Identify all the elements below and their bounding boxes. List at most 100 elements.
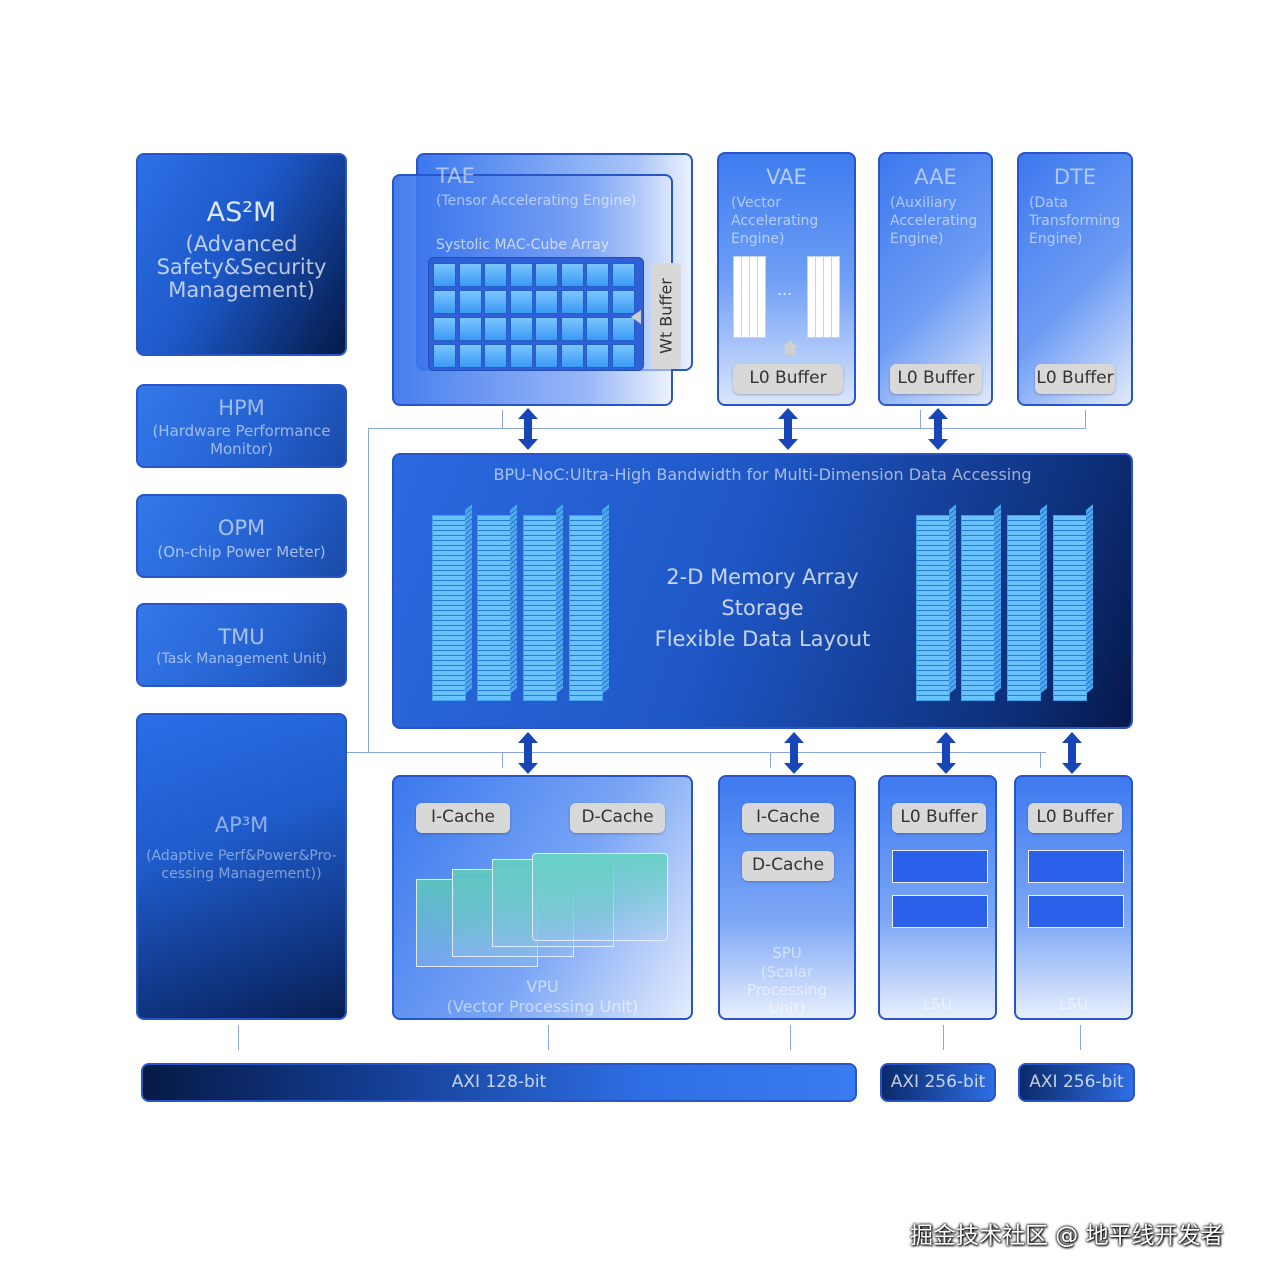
mac-cube: [458, 263, 482, 287]
bidirectional-arrow-icon: [778, 408, 798, 450]
connector-line-mid: [346, 752, 1046, 753]
tmu-block: TMU (Task Management Unit): [136, 603, 347, 687]
mac-cube: [535, 263, 558, 287]
up-arrow-icon: [782, 340, 798, 348]
spu-icache: I-Cache: [742, 803, 834, 833]
mac-cube: [611, 263, 635, 287]
as2m-subtitle: (Advanced Safety&Security Management): [156, 232, 327, 302]
aae-block: AAE (Auxiliary Accelerating Engine) L0 B…: [878, 152, 993, 406]
memory-array-line2: Storage: [721, 596, 804, 620]
bidirectional-arrow-icon: [784, 732, 804, 774]
dte-title: DTE: [1053, 165, 1097, 189]
hpm-title: HPM: [218, 396, 265, 420]
spu-title: SPU: [772, 944, 802, 962]
mac-cube: [586, 317, 609, 341]
vae-title: VAE: [766, 165, 807, 189]
mac-cube: [509, 344, 533, 368]
memory-bank: [916, 515, 950, 701]
mac-cube: [484, 344, 507, 368]
bpu-noc-block: BPU-NoC:Ultra-High Bandwidth for Multi-D…: [392, 453, 1133, 729]
mac-cube: [586, 263, 609, 287]
mac-cube: [535, 344, 558, 368]
vector-register-stack: [416, 853, 668, 968]
mac-cube: [433, 263, 456, 287]
tae-title: TAE: [436, 164, 475, 188]
vae-subtitle: (Vector Accelerating Engine): [731, 195, 819, 247]
aae-l0-buffer: L0 Buffer: [890, 364, 982, 394]
wt-buffer-label: Wt Buffer: [656, 278, 676, 354]
vpu-block: I-Cache D-Cache VPU (Vector Processing U…: [392, 775, 693, 1020]
vpu-dcache: D-Cache: [570, 803, 665, 833]
connector-tick: [1085, 410, 1086, 428]
mac-cube: [535, 317, 558, 341]
vpu-subtitle: (Vector Processing Unit): [446, 997, 639, 1016]
memory-bank: [432, 515, 466, 701]
mac-cube: [560, 344, 584, 368]
mac-cube: [560, 290, 584, 314]
bidirectional-arrow-icon: [936, 732, 956, 774]
opm-title: OPM: [217, 516, 266, 540]
mac-cube: [484, 317, 507, 341]
mac-cube: [458, 290, 482, 314]
memory-bank: [1007, 515, 1041, 701]
lsu2-register: [1028, 895, 1124, 928]
ap3m-block: AP³M (Adaptive Perf&Power&Pro-cessing Ma…: [136, 713, 347, 1020]
opm-subtitle: (On-chip Power Meter): [157, 543, 326, 561]
lsu-block-2: L0 Buffer LSU: [1014, 775, 1133, 1020]
mac-cube: [611, 317, 635, 341]
memory-bank: [569, 515, 603, 701]
up-arrow-stem: [785, 348, 795, 355]
bidirectional-arrow-icon: [1062, 732, 1082, 774]
aae-title: AAE: [914, 165, 957, 189]
as2m-title: AS²M: [206, 197, 277, 228]
connector-tick: [770, 752, 771, 768]
spu-subtitle: (Scalar Processing Unit): [746, 963, 828, 1017]
mac-cube: [611, 344, 635, 368]
lsu2-l0-buffer: L0 Buffer: [1028, 803, 1122, 833]
connector-tick: [502, 752, 503, 768]
mac-cube: [560, 263, 584, 287]
bidirectional-arrow-icon: [518, 732, 538, 774]
tmu-subtitle: (Task Management Unit): [156, 651, 327, 667]
mac-cube: [509, 317, 533, 341]
axi-link: [943, 1025, 944, 1050]
mac-cube: [484, 290, 507, 314]
mac-cube: [433, 317, 456, 341]
dte-block: DTE (Data Transforming Engine) L0 Buffer: [1017, 152, 1133, 406]
vpu-title: VPU: [526, 977, 559, 996]
spu-block: I-Cache D-Cache SPU (Scalar Processing U…: [718, 775, 856, 1020]
mac-cube: [458, 344, 482, 368]
vae-block: VAE (Vector Accelerating Engine) ... L0 …: [717, 152, 856, 406]
vector-lane: [757, 256, 766, 338]
mac-cube: [611, 290, 635, 314]
lsu2-register: [1028, 850, 1124, 883]
mac-cube: [509, 263, 533, 287]
vae-l0-buffer: L0 Buffer: [733, 364, 843, 394]
mac-cube: [484, 263, 507, 287]
memory-array-line3: Flexible Data Layout: [654, 627, 871, 651]
noc-title: BPU-NoC:Ultra-High Bandwidth for Multi-D…: [493, 465, 1032, 484]
lsu1-title: LSU: [923, 995, 952, 1013]
spu-dcache: D-Cache: [742, 851, 834, 881]
axi-link: [548, 1025, 549, 1050]
watermark: 掘金技术社区 @ 地平线开发者: [910, 1223, 1224, 1249]
lsu1-l0-buffer: L0 Buffer: [892, 803, 986, 833]
memory-array-line1: 2-D Memory Array: [666, 565, 859, 589]
memory-bank: [1053, 515, 1087, 701]
axi-link: [1080, 1025, 1081, 1050]
as2m-block: AS²M (Advanced Safety&Security Managemen…: [136, 153, 347, 356]
bidirectional-arrow-icon: [928, 408, 948, 450]
memory-bank: [477, 515, 511, 701]
mac-cube: [586, 290, 609, 314]
connector-line-top: [368, 428, 1086, 429]
lsu2-title: LSU: [1059, 995, 1088, 1013]
memory-bank: [961, 515, 995, 701]
connector-tick: [920, 410, 921, 428]
wt-arrow-icon: [631, 310, 641, 324]
hpm-block: HPM (Hardware Performance Monitor): [136, 384, 347, 468]
mac-cube: [560, 317, 584, 341]
tae-array-label: Systolic MAC-Cube Array: [436, 237, 609, 253]
mac-cube: [535, 290, 558, 314]
axi-256-bus-2: AXI 256-bit: [1018, 1063, 1135, 1102]
mac-cube: [586, 344, 609, 368]
